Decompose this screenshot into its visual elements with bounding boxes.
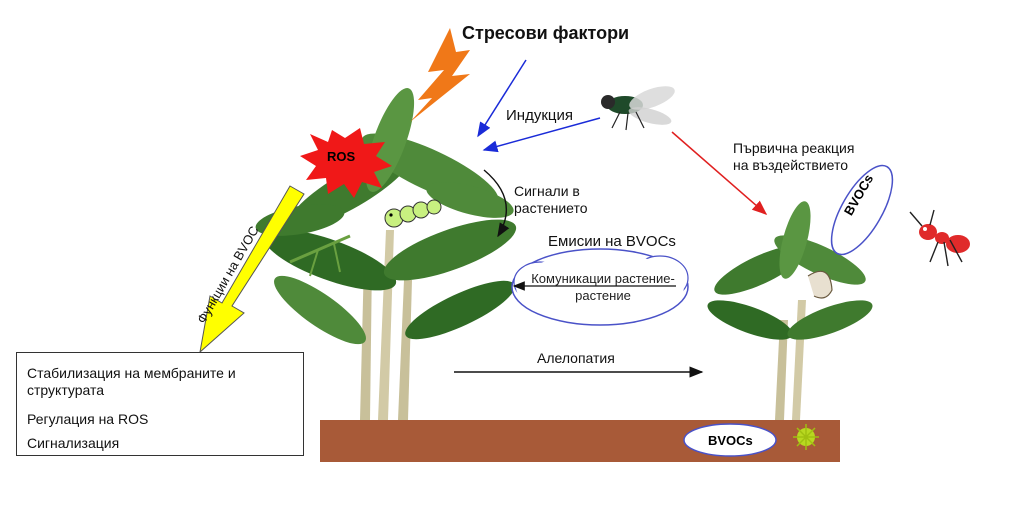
- bvocs-cloud-right: [830, 164, 894, 256]
- fly-icon: [601, 86, 675, 131]
- caterpillar-icon: [384, 199, 442, 228]
- functions-arrow: [199, 185, 305, 354]
- ant-icon: [909, 209, 970, 267]
- ros-label: ROS: [327, 149, 356, 164]
- bvocs-cloud-soil: [683, 423, 777, 457]
- signals-arrow: [483, 169, 510, 238]
- allelopathy-label: Алелопатия: [537, 350, 615, 366]
- signals-label: Сигнали в растението: [514, 183, 588, 216]
- microbe-icon: [793, 424, 819, 450]
- right-plant: [707, 201, 873, 420]
- function-item-3: Сигнализация: [27, 435, 120, 451]
- reaction-arrow: [671, 131, 768, 215]
- diagram-title: Стресови фактори: [462, 23, 630, 43]
- primary-reaction-label: Първична реакция на въздействието: [733, 140, 855, 173]
- grub-icon: [807, 270, 833, 299]
- mantis-icon: [289, 234, 351, 277]
- bvocs-soil-label: BVOCs: [708, 433, 753, 448]
- functions-box: Стабилизация на мембраните и структурата…: [16, 352, 304, 456]
- communication-label: Комуникации растение-растение: [531, 271, 675, 303]
- function-item-1: Стабилизация на мембраните и структурата: [27, 365, 236, 398]
- lightning-icon: [410, 28, 470, 122]
- emissions-label: Емисии на BVOCs: [548, 233, 676, 250]
- induction-arrow-2: [482, 117, 601, 153]
- induction-arrow-1: [477, 59, 527, 138]
- induction-label: Индукция: [506, 107, 573, 124]
- communication-cloud: [511, 248, 689, 326]
- function-item-2: Регулация на ROS: [27, 411, 149, 427]
- ros-burst-icon: [300, 128, 392, 198]
